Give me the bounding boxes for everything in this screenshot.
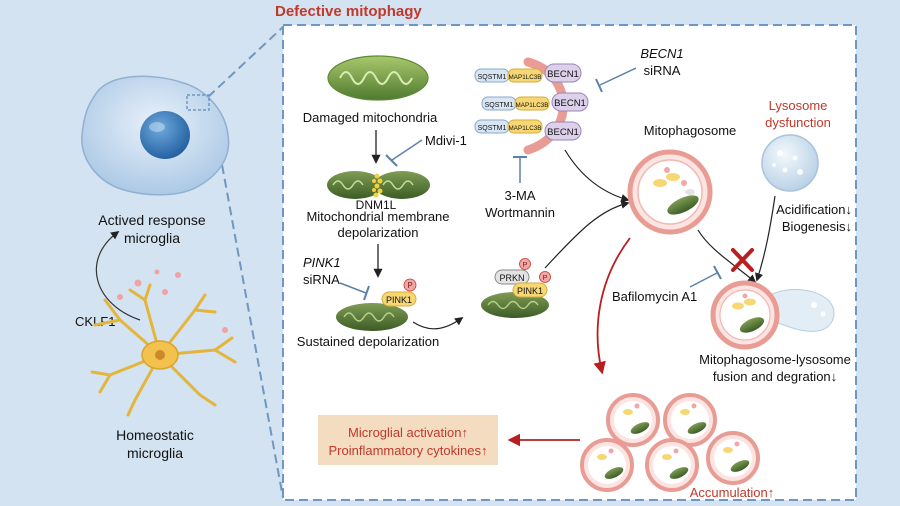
zoom-line-bottom	[211, 109, 284, 499]
accumulation-label: Accumulation↑	[690, 485, 775, 500]
phospho-badge-1	[403, 278, 417, 292]
panel-title: Defective mitophagy	[275, 3, 422, 20]
accumulated-mitophagosomes	[580, 393, 760, 492]
fusion-label-2: fusion and degration↓	[713, 369, 837, 384]
homeostatic-microglia	[90, 283, 237, 417]
bafilomycin-inhibit-line	[689, 272, 718, 288]
activated-microglia-label-1: Actived response	[98, 212, 206, 228]
autolysosome	[710, 280, 835, 350]
pink1-inhibit-bar	[363, 285, 370, 301]
phospho-label-3: P	[542, 273, 547, 282]
acid-label: Acidification↓	[776, 202, 852, 217]
svg-text:MAP1LC3B: MAP1LC3B	[516, 102, 549, 109]
mitophagosome-small-1	[606, 393, 660, 447]
bafilomycin-label: Bafilomycin A1	[612, 289, 697, 304]
damaged-label: Damaged mitochondria	[303, 110, 438, 125]
mitophagosome-small-3	[580, 438, 634, 492]
arrow-to-accumulation	[593, 237, 631, 375]
sustained-mitochondrion	[336, 303, 408, 331]
phospho-label-2: P	[522, 260, 527, 269]
svg-text:BECN1: BECN1	[547, 127, 579, 138]
outcome-label-2: Proinflammatory cytokines↑	[329, 443, 488, 458]
fusion-label-1: Mitophagosome-lysosome	[699, 352, 851, 367]
inhibitor-label-1: 3-MA	[504, 188, 535, 203]
becn1-inhibit-bar	[595, 78, 603, 93]
mitophagosome-label: Mitophagosome	[644, 123, 737, 138]
becn1-inhibit-line	[599, 67, 637, 86]
svg-text:SQSTM1: SQSTM1	[485, 102, 514, 109]
becn1-sirna-gene: BECN1	[640, 46, 683, 61]
activated-microglia-cell	[81, 75, 230, 196]
svg-text:MAP1LC3B: MAP1LC3B	[509, 125, 542, 132]
block-cross	[731, 248, 754, 272]
lysosome-label-1: Lysosome	[769, 98, 828, 113]
sustained-label: Sustained depolarization	[297, 334, 439, 349]
dnm1l-ring	[372, 173, 383, 198]
homeostatic-nucleus	[155, 350, 165, 360]
mitophagosome-small-2	[663, 393, 717, 447]
outcome-label-1: Microglial activation↑	[348, 425, 468, 440]
svg-text:BECN1: BECN1	[554, 98, 586, 109]
pink1-badge	[381, 291, 417, 307]
homeostatic-label-1: Homeostatic	[116, 427, 194, 443]
bafilomycin-inhibit-bar	[713, 265, 722, 280]
arrow-mitophagosome-to-fusion	[697, 229, 757, 284]
damaged-mitochondrion	[327, 55, 429, 101]
pink1-badge-2-label: PINK1	[517, 286, 543, 296]
activation-arrow	[95, 231, 141, 321]
phospho-badge-2	[519, 258, 531, 270]
fission-mitochondria	[327, 171, 430, 199]
arrow-to-prkn	[412, 317, 464, 330]
receptor-row-3: SQSTM1 MAP1LC3B BECN1	[474, 119, 582, 141]
pink1-badge-label: PINK1	[386, 295, 412, 305]
receptor-row-1: SQSTM1 MAP1LC3B BECN1	[474, 63, 582, 83]
lysosome	[761, 134, 819, 192]
prkn-mitochondrion	[481, 292, 549, 318]
prkn-badge-label: PRKN	[499, 273, 524, 283]
mdivi-inhibit-bar	[385, 154, 398, 167]
mitophagosome	[627, 149, 713, 235]
arrow-prkn-to-mitophagosome	[544, 200, 630, 269]
svg-text:SQSTM1: SQSTM1	[478, 74, 507, 81]
phospho-label-1: P	[407, 281, 412, 290]
nucleus	[140, 111, 190, 159]
svg-text:SQSTM1: SQSTM1	[478, 125, 507, 132]
outcome-box	[318, 415, 498, 465]
cklf1-particles	[117, 269, 228, 333]
lysosome-label-2: dysfunction	[765, 115, 831, 130]
dnm1l-label: DNM1L	[356, 198, 397, 212]
homeostatic-label-2: microglia	[127, 445, 183, 461]
depol-label-2: depolarization	[338, 225, 419, 240]
svg-text:BECN1: BECN1	[547, 69, 579, 80]
phospho-badge-3	[539, 271, 551, 283]
biogenesis-label: Biogenesis↓	[782, 219, 852, 234]
arrow-lysosome-to-fusion	[755, 195, 776, 282]
zoom-box	[186, 94, 210, 111]
pink1-inhibit-line	[339, 282, 367, 294]
zoom-line-top	[207, 26, 284, 98]
cklf1-label: CKLF1	[75, 314, 115, 329]
mitophagosome-small-5	[706, 431, 760, 485]
inhibitor-label-2: Wortmannin	[485, 205, 555, 220]
pink1-sirna-label: siRNA	[303, 272, 340, 287]
mitophagosome-small-4	[645, 438, 699, 492]
pink1-sirna-gene: PINK1	[303, 255, 341, 270]
svg-text:MAP1LC3B: MAP1LC3B	[509, 74, 542, 81]
arrow-phagophore-to-mitophagosome	[564, 149, 630, 203]
mdivi-label: Mdivi-1	[425, 133, 467, 148]
activated-microglia-label-2: microglia	[124, 230, 180, 246]
pink1-badge-2	[512, 282, 548, 298]
depol-label-1: Mitochondrial membrane	[306, 209, 449, 224]
becn1-sirna-label: siRNA	[644, 63, 681, 78]
prkn-badge	[494, 269, 530, 285]
mdivi-inhibit-line	[391, 139, 423, 161]
receptor-row-2: SQSTM1 MAP1LC3B BECN1	[481, 92, 589, 112]
